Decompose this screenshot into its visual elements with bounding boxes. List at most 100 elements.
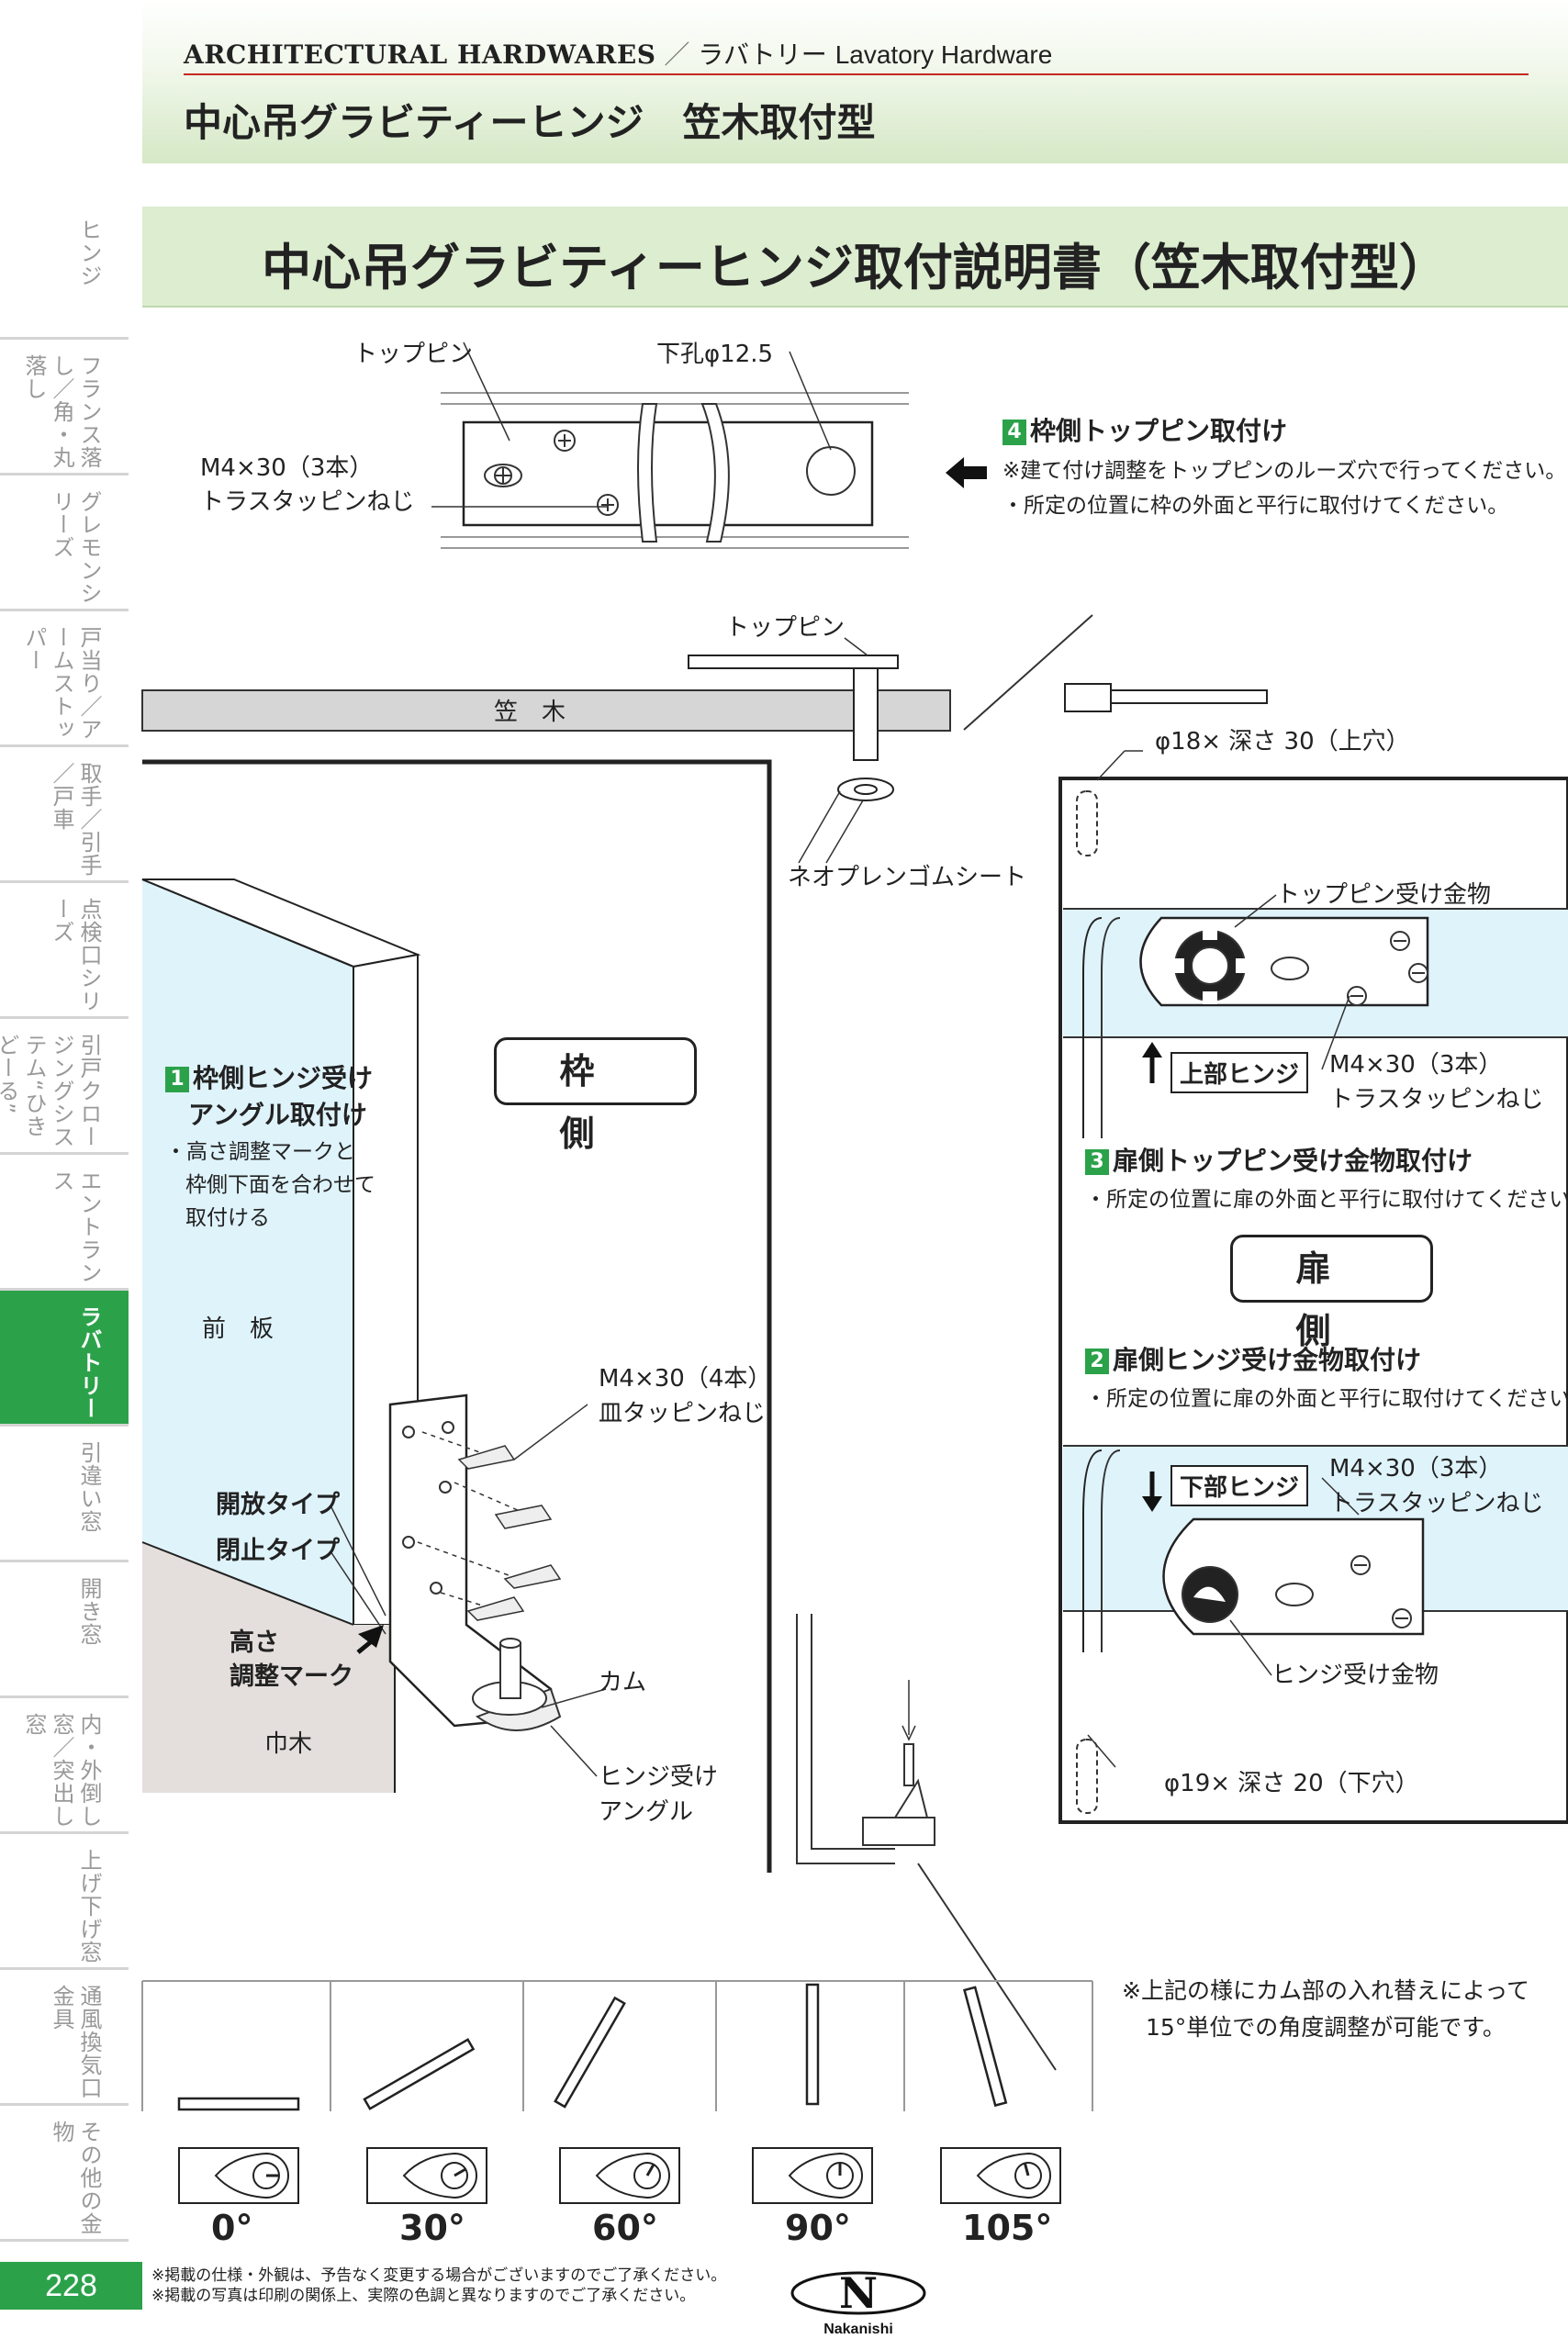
sidebar-item-7[interactable]: エントランス [0,1155,129,1291]
label-m4-top-2: トラスタッピンねじ [200,488,415,516]
sidebar-item-label: 引戸クロージングシステム“ひきどーる” [0,1034,102,1148]
sidebar-item-label: フランス落し／角・丸落し [21,354,102,469]
cam-icon-2 [559,2147,680,2204]
sidebar-item-12[interactable]: 上げ下げ窓 [0,1834,129,1970]
label-open-type: 開放タイプ [216,1491,340,1519]
sidebar-item-label: ラバトリー [76,1305,102,1420]
step-1-title-2: アングル取付け [188,1100,367,1130]
sidebar-item-10[interactable]: 開き窓 [0,1562,129,1698]
label-hole-bottom: φ19× 深さ 20（下穴） [1164,1770,1419,1797]
angle-label-1: 30° [399,2208,465,2248]
logo-brand: Nakanishi [823,2322,893,2337]
label-cam: カム [599,1669,647,1696]
label-closed-type: 閉止タイプ [216,1537,340,1565]
angle-note-1: ※上記の様にカム部の入れ替えによって [1122,1977,1529,2004]
sidebar-item-label: 開き窓 [76,1577,102,1646]
label-height-mark-2: 調整マーク [230,1662,353,1691]
sidebar-item-4[interactable]: 取手／引手／戸車 [0,747,129,883]
sidebar-item-13[interactable]: 通風換気口金具 [0,1970,129,2106]
section-title: 中心吊グラビティーヒンジ取付説明書（笠木取付型） [262,239,1449,297]
sidebar-item-5[interactable]: 点検口シリーズ [0,883,129,1019]
step-2-note: ・所定の位置に扉の外面と平行に取付けてください [1085,1387,1568,1411]
cam-icon-0 [178,2147,299,2204]
nakanishi-logo: N Nakanishi [785,2266,932,2339]
page-title: 中心吊グラビティーヒンジ 笠木取付型 [184,100,876,145]
angle-plate-4 [963,1986,1008,2108]
label-pilot-hole: 下孔φ12.5 [656,341,774,368]
label-m4-lower-1: M4×30（3本） [1329,1455,1503,1483]
step-4-note-2: ・所定の位置に枠の外面と平行に取付けてください。 [1002,494,1509,518]
lower-hinge-label: 下部ヒンジ [1170,1465,1309,1506]
sidebar-item-14[interactable]: その他の金物 [0,2106,129,2242]
angle-adjust-diagrams [141,1980,1093,2204]
label-m4-lower-2: トラスタッピンねじ [1329,1490,1544,1517]
sidebar-item-label: 引違い窓 [76,1441,102,1533]
sidebar-item-9[interactable]: 引違い窓 [0,1427,129,1562]
sidebar-item-label: 取手／引手／戸車 [49,762,102,877]
door-side-drawing [1058,750,1568,1824]
footer-note-2: ※掲載の写真は印刷の関係上、実際の色調と異なりますのでご了承ください。 [151,2287,696,2305]
sidebar-item-label: エントランス [49,1169,102,1284]
sidebar-item-label: 点検口シリーズ [49,898,102,1013]
label-m4-upper-2: トラスタッピンねじ [1329,1086,1544,1113]
label-hinge-angle-2: アングル [599,1798,693,1826]
sidebar-item-2[interactable]: グレモンシリーズ [0,476,129,611]
sidebar-item-0[interactable]: ヒンジ [0,204,129,340]
top-pin-plate-detail [441,392,909,549]
angle-plate-1 [363,2038,476,2110]
sidebar-item-3[interactable]: 戸当り／アームストッパー [0,611,129,747]
label-m4-top-1: M4×30（3本） [200,454,374,482]
label-kasagi: 笠 木 [494,699,566,726]
label-hinge-angle-1: ヒンジ受け [599,1763,719,1791]
cam-icon-1 [366,2147,487,2204]
sidebar-item-11[interactable]: 内・外倒し窓／突出し窓 [0,1698,129,1834]
step-1-note-3: 取付ける [185,1206,270,1230]
section-title-band: 中心吊グラビティーヒンジ取付説明書（笠木取付型） [142,207,1568,308]
label-m4-frame-2: 皿タッピンねじ [599,1400,767,1427]
sidebar-item-label: 通風換気口金具 [49,1985,102,2099]
sidebar-item-8[interactable]: ラバトリー [0,1291,129,1427]
angle-label-4: 105° [962,2208,1053,2248]
step-1-note-1: ・高さ調整マークと [165,1140,355,1164]
upper-hinge-label: 上部ヒンジ [1170,1052,1309,1093]
label-hole-top: φ18× 深さ 30（上穴） [1155,728,1410,755]
page-number: 228 [0,2262,142,2310]
door-side-label: 扉 側 [1230,1235,1433,1351]
angle-label-2: 60° [592,2208,658,2248]
step-1-note-2: 枠側下面を合わせて [185,1173,375,1197]
category-sub: Lavatory Hardware [834,40,1053,69]
sidebar-item-label: その他の金物 [49,2121,102,2235]
angle-label-0: 0° [211,2208,253,2248]
angle-plate-2 [554,1996,626,2109]
sidebar-item-label: グレモンシリーズ [49,490,102,605]
label-top-pin-2: トップピン [725,614,846,642]
angle-plate-0 [177,2097,300,2111]
cam-icon-3 [752,2147,873,2204]
label-baseboard: 巾木 [264,1730,313,1758]
label-m4-upper-1: M4×30（3本） [1329,1051,1503,1079]
category-jp: ラバトリー [698,39,827,70]
hinge-angle-bracket [388,1393,562,1731]
sidebar-item-6[interactable]: 引戸クロージングシステム“ひきどーる” [0,1019,129,1155]
sidebar-item-1[interactable]: フランス落し／角・丸落し [0,340,129,476]
angle-note-2: 15°単位での角度調整が可能です。 [1146,2014,1506,2041]
label-top-pin-bracket: トップピン受け金物 [1276,881,1492,909]
label-neoprene: ネオプレンゴムシート [788,864,1027,891]
door-panel-drawing [141,878,421,1793]
frame-side-label: 枠 側 [494,1037,697,1154]
header-rule [184,73,1529,75]
footer-notes: ※掲載の仕様・外観は、予告なく変更する場合がございますのでご了承ください。 ※掲… [151,2266,726,2306]
step-3-note: ・所定の位置に扉の外面と平行に取付けてください [1085,1188,1568,1212]
sidebar-item-label: 戸当り／アームストッパー [21,626,102,741]
breadcrumb-separator: ／ [664,39,690,70]
step-4-note-1: ※建て付け調整をトップピンのルーズ穴で行ってください。 [1002,459,1567,483]
sidebar-item-label: ヒンジ [76,218,102,287]
cam-icon-4 [940,2147,1061,2204]
angle-plate-3 [805,1983,820,2106]
label-hinge-bracket: ヒンジ受け金物 [1271,1662,1439,1689]
